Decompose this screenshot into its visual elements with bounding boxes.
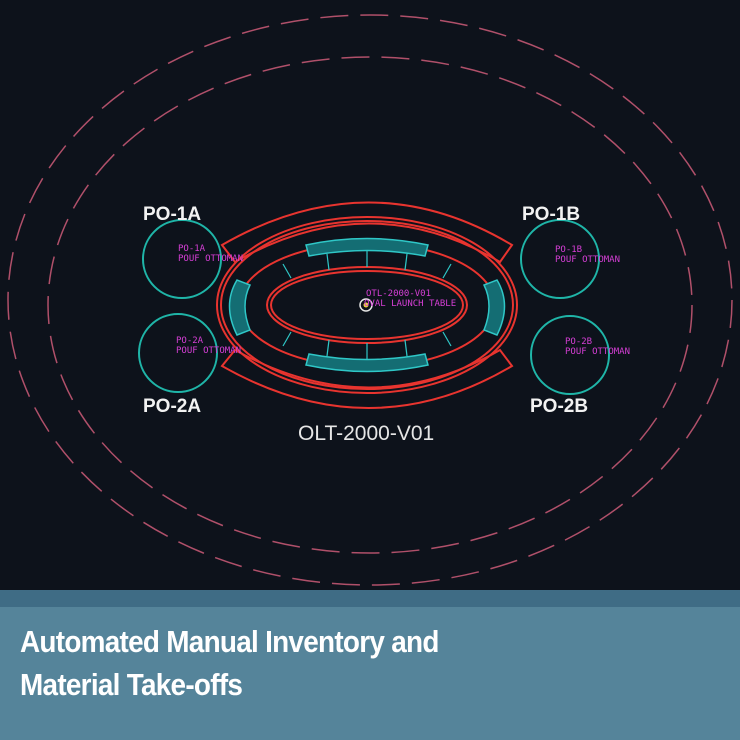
ottomans: [138, 219, 610, 395]
tag-po-2b-id: PO-2B: [565, 337, 592, 347]
ottoman-po-1a[interactable]: [142, 219, 222, 299]
caption-line-1: Automated Manual Inventory and: [20, 624, 439, 659]
seat-dividers: [282, 251, 452, 359]
tag-table-id: OTL-2000-V01: [366, 289, 431, 299]
tag-po-1a-id: PO-1A: [178, 244, 206, 254]
drawing-title: OLT-2000-V01: [298, 422, 434, 445]
table-inner-top-2: [270, 270, 464, 340]
ottoman-po-2b[interactable]: [530, 315, 610, 395]
label-po-1a: PO-1A: [143, 204, 201, 225]
upper-bench: [220, 201, 514, 264]
tag-po-2a-id: PO-2A: [176, 336, 204, 346]
tag-table-desc: OVAL LAUNCH TABLE: [364, 299, 456, 309]
seat-modules: [228, 237, 506, 373]
tag-po-1b-id: PO-1B: [555, 245, 582, 255]
lower-bench: [220, 348, 514, 409]
outer-clearance-ring: [7, 14, 733, 586]
inner-clearance-ring: [47, 56, 693, 554]
tag-po-1b-desc: POUF OTTOMAN: [555, 255, 620, 265]
ottoman-po-1b[interactable]: [520, 219, 600, 299]
label-po-2b: PO-2B: [530, 396, 588, 417]
dashed-clearance-rings: [7, 14, 733, 586]
label-po-1b: PO-1B: [522, 204, 580, 225]
cad-drawing: PO-1A PO-1B PO-2A PO-2B PO-1A POUF OTTOM…: [7, 14, 733, 586]
ottoman-po-2a[interactable]: [138, 313, 218, 393]
seat-module-left: [228, 279, 252, 336]
seat-module-bottom: [305, 353, 429, 373]
tag-po-1a-desc: POUF OTTOMAN: [178, 254, 243, 264]
tag-po-2b-desc: POUF OTTOMAN: [565, 347, 630, 357]
caption-band-top: [0, 590, 740, 607]
caption-line-2: Material Take-offs: [20, 667, 243, 702]
table-outer-edge-inner: [220, 220, 514, 390]
label-po-2a: PO-2A: [143, 396, 201, 417]
caption-title: Automated Manual Inventory and Material …: [20, 620, 650, 706]
seat-module-top: [305, 237, 429, 257]
table-center-marker: [359, 298, 373, 312]
tag-po-2a-desc: POUF OTTOMAN: [176, 346, 241, 356]
caption-band: [0, 607, 740, 740]
seat-module-right: [482, 279, 506, 336]
table-outer-edge: [216, 216, 518, 394]
